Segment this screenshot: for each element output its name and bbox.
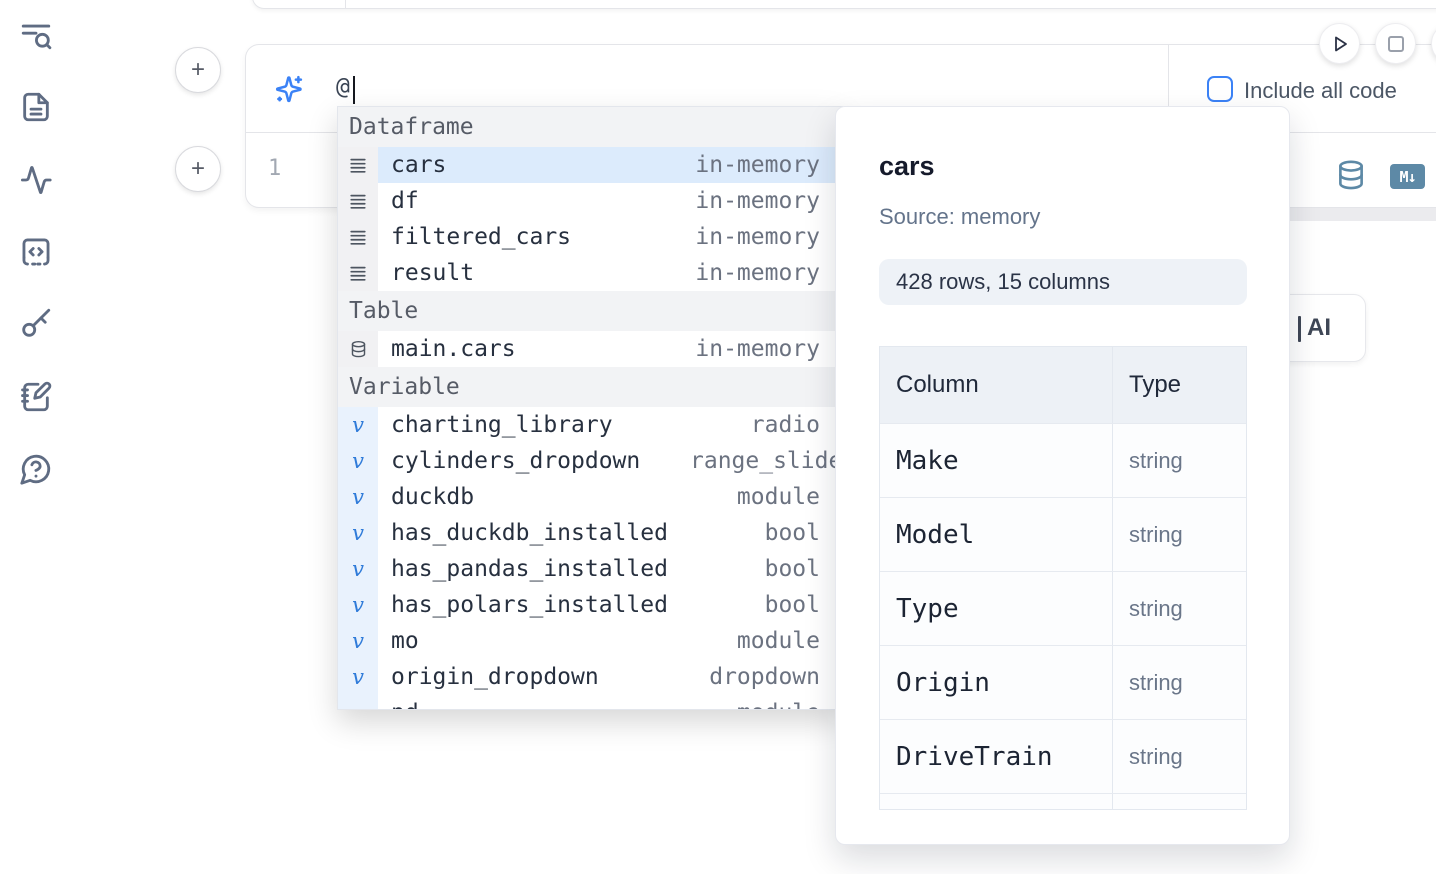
table-row: Origin string xyxy=(880,645,1246,719)
table-row: DriveTrain string xyxy=(880,719,1246,793)
autocomplete-section-header: Table xyxy=(338,291,842,331)
file-document-icon[interactable] xyxy=(19,90,53,124)
clipped-letter-fragment xyxy=(1298,316,1301,342)
table-row: Model string xyxy=(880,497,1246,571)
dataframe-icon xyxy=(338,219,378,255)
previous-cell-edge xyxy=(252,0,1436,9)
dataframe-icon xyxy=(338,183,378,219)
table-of-contents-search-icon[interactable] xyxy=(19,19,53,53)
dataframe-icon xyxy=(338,147,378,183)
help-question-bubble-icon[interactable] xyxy=(19,452,53,486)
database-table-icon xyxy=(338,331,378,367)
table-row: Type string xyxy=(880,571,1246,645)
variable-icon: v xyxy=(338,443,378,479)
preview-title: cars xyxy=(879,151,935,181)
include-all-code-checkbox[interactable] xyxy=(1207,76,1233,102)
code-snippets-icon[interactable] xyxy=(19,235,53,269)
include-all-code-label: Include all code xyxy=(1244,78,1397,103)
previous-cell-gutter-divider xyxy=(345,0,346,9)
add-cell-above-button[interactable]: + xyxy=(175,47,221,93)
variable-icon: v xyxy=(338,479,378,515)
dataframe-preview-popup: cars Source: memory 428 rows, 15 columns… xyxy=(835,106,1290,845)
line-number: 1 xyxy=(268,156,282,181)
preview-source: Source: memory xyxy=(879,204,1041,229)
prompt-divider xyxy=(1168,45,1169,132)
autocomplete-section-header: Variable xyxy=(338,367,842,407)
variable-icon: v xyxy=(338,407,378,443)
table-row-partial xyxy=(880,793,1246,809)
variable-icon: v xyxy=(338,587,378,623)
activity-icon[interactable] xyxy=(19,163,53,197)
database-output-icon[interactable] xyxy=(1336,159,1366,192)
variable-icon: v xyxy=(338,623,378,659)
schema-table: Column Type Make string Model string Typ… xyxy=(879,346,1247,810)
scratchpad-notebook-pen-icon[interactable] xyxy=(19,380,53,414)
sidebar xyxy=(0,0,72,874)
markdown-export-icon[interactable]: M↓ xyxy=(1390,164,1425,189)
variable-icon: v xyxy=(338,659,378,695)
autocomplete-section-header: Dataframe xyxy=(338,107,842,147)
dataframe-icon xyxy=(338,255,378,291)
key-variables-icon[interactable] xyxy=(19,306,53,340)
ai-button-label: AI xyxy=(1307,314,1331,341)
text-cursor xyxy=(353,76,355,104)
schema-table-header: Column Type xyxy=(880,347,1246,423)
autocomplete-item-pd[interactable]: v pdmodule xyxy=(338,695,842,709)
variable-icon: v xyxy=(338,515,378,551)
prompt-value: @ xyxy=(336,74,350,100)
table-row: Make string xyxy=(880,423,1246,497)
run-cell-button[interactable] xyxy=(1319,23,1360,64)
preview-shape-badge: 428 rows, 15 columns xyxy=(879,259,1247,305)
add-cell-below-button[interactable]: + xyxy=(175,146,221,192)
ai-prompt-input[interactable]: @ Include all code xyxy=(246,45,1436,132)
stop-cell-button[interactable] xyxy=(1375,23,1416,64)
variable-icon: v xyxy=(338,695,378,709)
variable-icon: v xyxy=(338,551,378,587)
ai-sparkles-icon xyxy=(274,74,304,104)
